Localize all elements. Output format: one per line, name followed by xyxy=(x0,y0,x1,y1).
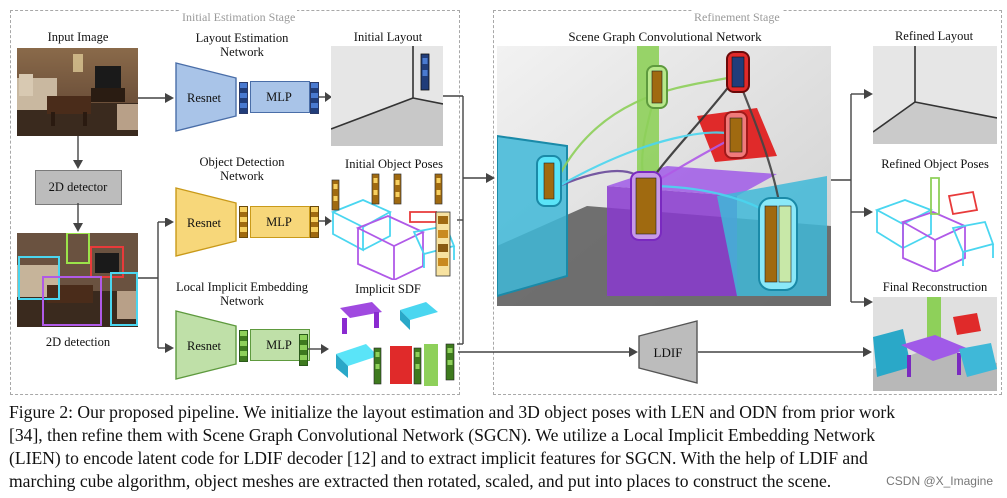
arrow-lien-out xyxy=(308,344,329,354)
arrow-initial-to-sgcn xyxy=(443,95,495,345)
arrow-to-detection xyxy=(73,203,83,232)
odn-title: Object Detection Network xyxy=(199,155,285,183)
len-mlp-box xyxy=(250,81,310,113)
refined-layout-label: Refined Layout xyxy=(894,29,974,43)
len-resnet-label: Resnet xyxy=(186,91,222,105)
lien-title: Local Implicit Embedding Network xyxy=(176,280,308,308)
csdn-watermark: CSDN @X_Imagine xyxy=(886,474,993,488)
len-feature-vector xyxy=(239,82,248,114)
refined-layout-view xyxy=(873,46,997,144)
arrow-sgcn-to-results xyxy=(831,89,873,307)
odn-resnet-label: Resnet xyxy=(186,216,222,230)
arrow-ldif-to-final xyxy=(698,347,872,357)
arrow-to-detector xyxy=(73,136,83,169)
initial-layout-view xyxy=(331,46,443,146)
lien-resnet xyxy=(175,310,237,380)
caption-line-3: (LIEN) to encode latent code for LDIF de… xyxy=(9,448,868,468)
detection-image xyxy=(17,233,138,327)
lien-resnet-label: Resnet xyxy=(186,339,222,353)
lien-feature-vector xyxy=(239,330,248,362)
detector-label: 2D detector xyxy=(48,180,108,194)
arrow-len-out xyxy=(318,92,332,102)
odn-mlp-label: MLP xyxy=(266,215,292,229)
lien-mlp-label: MLP xyxy=(266,338,292,352)
lien-output-vector xyxy=(299,334,308,366)
odn-resnet xyxy=(175,187,237,257)
input-image xyxy=(17,48,138,136)
odn-feature-vector xyxy=(239,206,248,238)
len-title: Layout Estimation Network xyxy=(195,31,289,59)
sgcn-title: Scene Graph Convolutional Network xyxy=(568,29,762,44)
initial-poses-label: Initial Object Poses xyxy=(345,157,443,171)
refinement-stage-label: Refinement Stage xyxy=(692,10,782,25)
detection-label: 2D detection xyxy=(45,335,111,349)
len-output-vector xyxy=(310,82,319,114)
caption-line-1: Figure 2: Our proposed pipeline. We init… xyxy=(9,402,896,422)
odn-output-vector xyxy=(310,206,319,238)
refined-poses-view xyxy=(874,177,995,272)
refined-poses-label: Refined Object Poses xyxy=(881,157,989,171)
len-mlp-label: MLP xyxy=(266,90,292,104)
initial-poses-view xyxy=(330,173,456,280)
ldif-decoder xyxy=(638,320,698,384)
final-recon-view xyxy=(873,297,997,391)
ldif-label: LDIF xyxy=(653,345,683,360)
final-recon-label: Final Reconstruction xyxy=(882,280,988,294)
figure-caption: Figure 2: Our proposed pipeline. We init… xyxy=(9,401,1001,493)
input-image-label: Input Image xyxy=(47,30,109,44)
arrow-sdf-to-ldif xyxy=(458,347,638,357)
caption-line-4: marching cube algorithm, object meshes a… xyxy=(9,471,832,491)
caption-line-2: [34], then refine them with Scene Graph … xyxy=(9,425,876,445)
len-resnet xyxy=(175,62,237,132)
arrow-input-to-len xyxy=(138,93,174,103)
initial-stage-label: Initial Estimation Stage xyxy=(180,10,298,25)
arrow-detection-branch xyxy=(138,218,174,353)
implicit-sdf-label: Implicit SDF xyxy=(355,282,421,296)
implicit-sdf-view xyxy=(336,302,455,386)
sgcn-scene xyxy=(497,46,831,306)
arrow-odn-out xyxy=(318,216,332,226)
odn-mlp-box xyxy=(250,206,310,238)
initial-layout-label: Initial Layout xyxy=(353,30,423,44)
